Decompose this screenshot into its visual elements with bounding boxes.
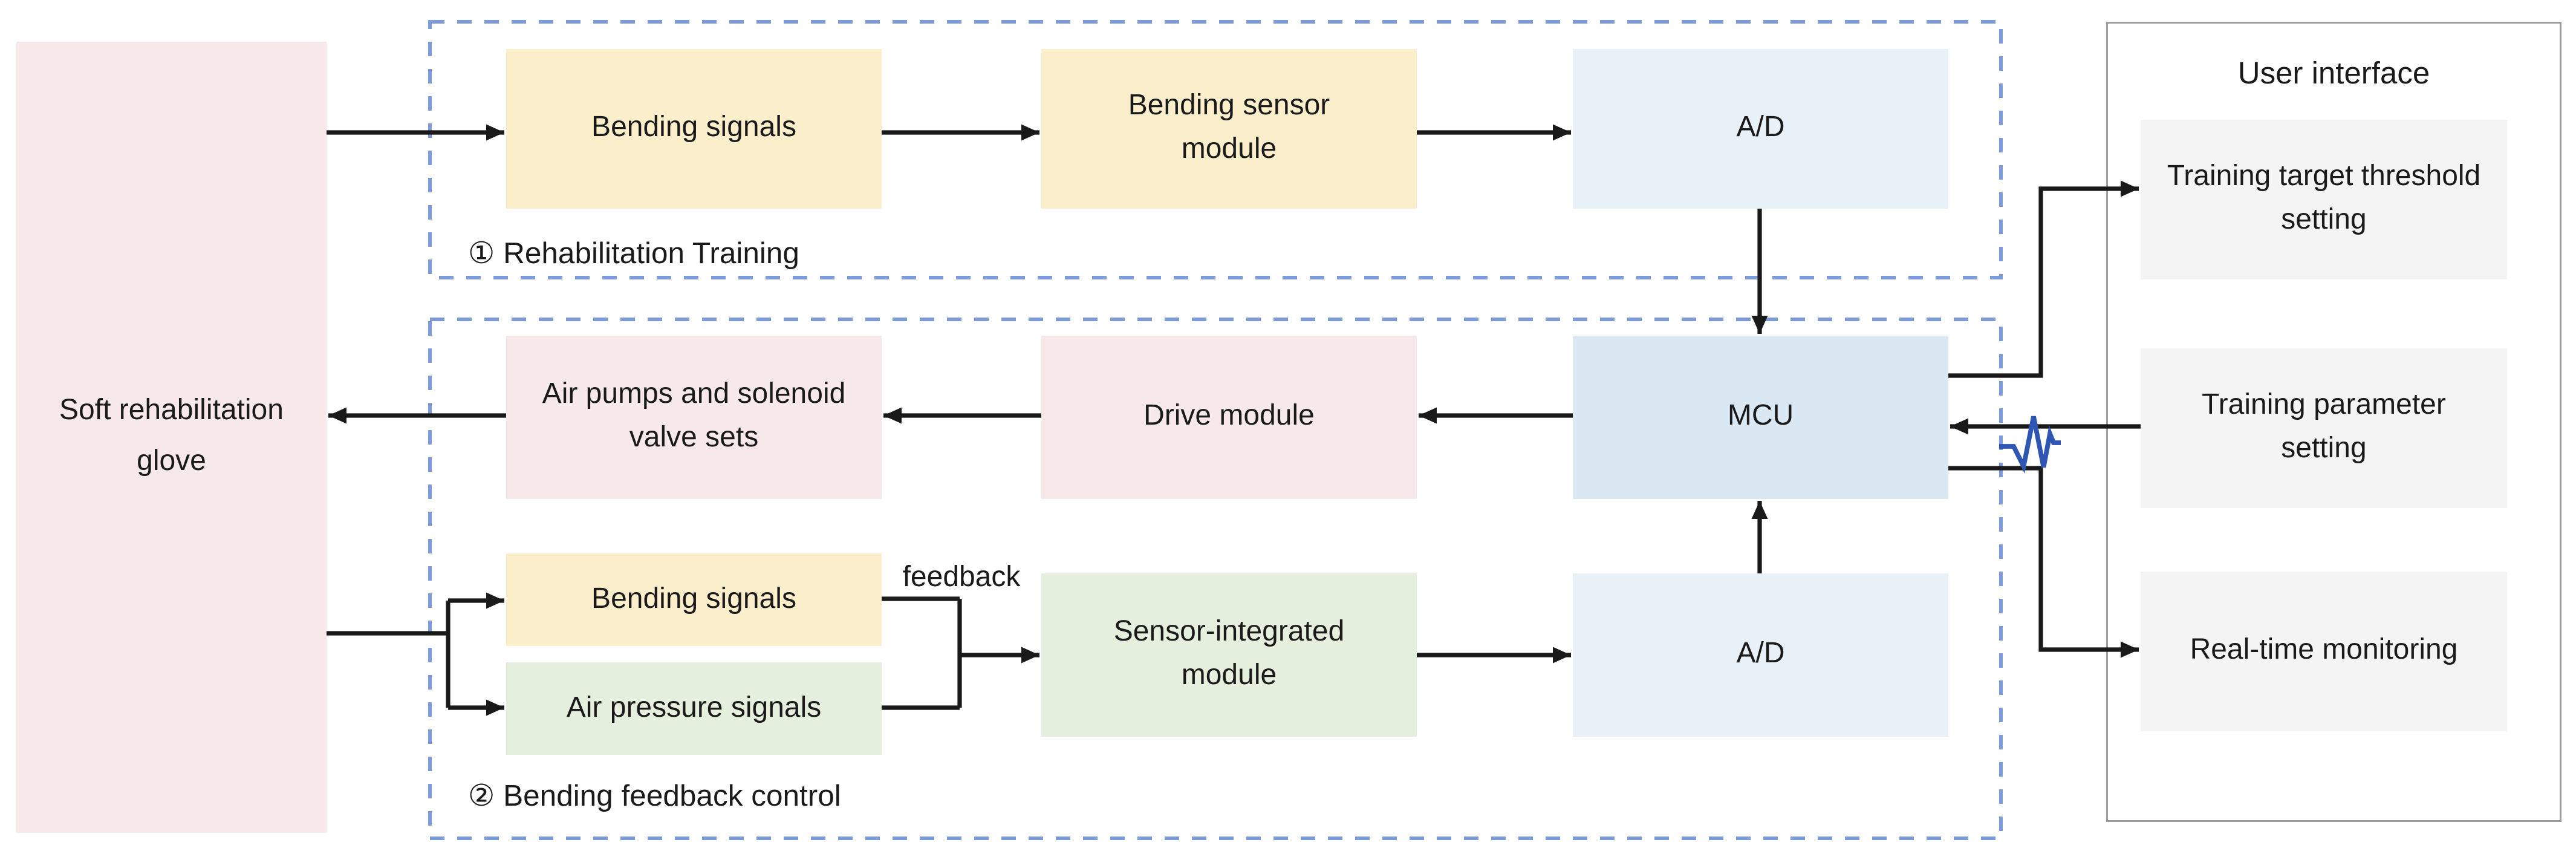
user-interface-title: User interface <box>2237 56 2430 91</box>
mcu-box: MCU <box>1573 336 1948 499</box>
mcu-label: MCU <box>1727 401 1794 432</box>
training-parameter-setting-label: Training parameter setting <box>2202 390 2446 465</box>
feedback-annotation: feedback <box>902 563 1021 593</box>
air-pressure-signals-box: Air pressure signals <box>506 662 882 755</box>
air-pumps-label: Air pumps and solenoid valve sets <box>542 379 846 454</box>
bending-signals-box-1: Bending signals <box>506 49 882 209</box>
section-rehabilitation-training-label: ① Rehabilitation Training <box>468 238 799 270</box>
training-target-threshold-box: Training target threshold setting <box>2141 120 2507 279</box>
sensor-integrated-module-label: Sensor-integrated module <box>1113 617 1345 691</box>
ad-converter-box-1: A/D <box>1573 49 1948 209</box>
ad-converter-label-2: A/D <box>1736 639 1785 670</box>
sensor-integrated-module-box: Sensor-integrated module <box>1041 573 1417 737</box>
ad-converter-box-2: A/D <box>1573 573 1948 737</box>
air-pumps-box: Air pumps and solenoid valve sets <box>506 336 882 499</box>
bending-signals-label-1: Bending signals <box>591 113 796 143</box>
drive-module-label: Drive module <box>1143 401 1315 432</box>
section-bending-feedback-label: ② Bending feedback control <box>468 780 841 813</box>
training-parameter-setting-box: Training parameter setting <box>2141 348 2507 508</box>
bending-sensor-module-box: Bending sensor module <box>1041 49 1417 209</box>
soft-rehabilitation-glove-label: Soft rehabilitation glove <box>59 396 284 477</box>
soft-rehabilitation-glove-box: Soft rehabilitation glove <box>16 42 327 833</box>
bending-signals-label-2: Bending signals <box>591 583 796 615</box>
air-pressure-signals-label: Air pressure signals <box>566 692 822 723</box>
signal-waveform-icon <box>1999 416 2061 474</box>
real-time-monitoring-box: Real-time monitoring <box>2141 572 2507 731</box>
training-target-threshold-label: Training target threshold setting <box>2167 161 2481 236</box>
real-time-monitoring-label: Real-time monitoring <box>2190 635 2458 666</box>
bending-signals-box-2: Bending signals <box>506 553 882 646</box>
bending-sensor-module-label: Bending sensor module <box>1128 91 1330 165</box>
drive-module-box: Drive module <box>1041 336 1417 499</box>
ad-converter-label-1: A/D <box>1736 113 1785 143</box>
